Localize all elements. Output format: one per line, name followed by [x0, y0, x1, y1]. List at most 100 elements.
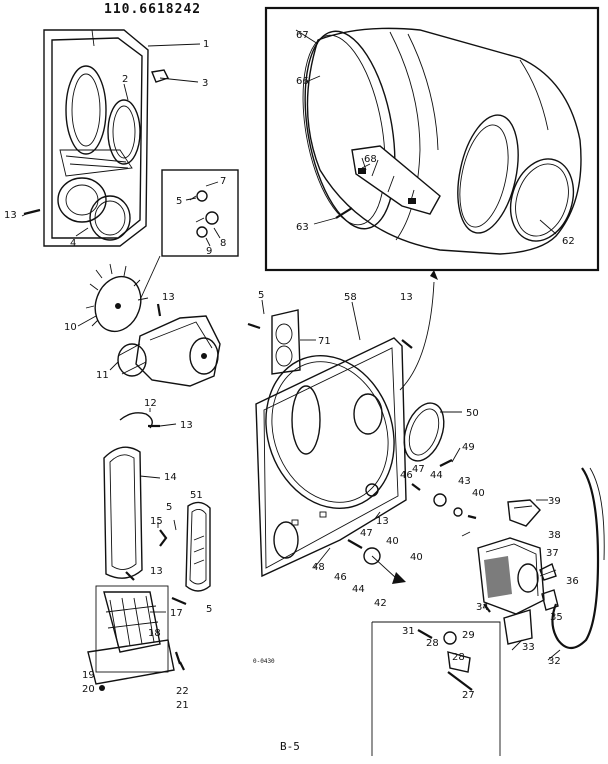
callout-numbers: 1 2 3 4 5 7 8 9 10 11 12 13 13 13 13 13 …	[4, 30, 579, 711]
callout: 29	[462, 630, 475, 641]
page-label: B-5	[280, 740, 300, 753]
callout: 17	[170, 608, 183, 619]
callout: 58	[344, 292, 357, 303]
callout: 47	[412, 464, 425, 475]
callout: 35	[550, 612, 563, 623]
idler-assembly	[417, 629, 473, 691]
motor-screw-34	[483, 603, 491, 613]
callout: 13	[180, 420, 193, 431]
callout: 62	[562, 236, 575, 247]
callout: 5	[176, 196, 182, 207]
front-panel	[43, 29, 149, 247]
callout: 67	[296, 30, 309, 41]
callout: 9	[206, 246, 212, 257]
callout: 5	[206, 604, 212, 615]
callout: 8	[220, 238, 226, 249]
callout: 10	[64, 322, 77, 333]
exhaust-duct	[103, 446, 143, 579]
callout: 21	[176, 700, 189, 711]
blower-screw	[156, 303, 162, 317]
duct-clip	[119, 412, 153, 429]
callout: 46	[400, 470, 413, 481]
callout: 43	[458, 476, 471, 487]
callout: 13	[150, 566, 163, 577]
callout: 28	[426, 638, 439, 649]
pulley-35	[541, 589, 559, 611]
motor-clip-37	[539, 563, 557, 581]
callout: 14	[164, 472, 177, 483]
callout: 28	[452, 652, 465, 663]
callout: 5	[258, 290, 264, 301]
callout: 37	[546, 548, 559, 559]
drum-assembly	[302, 27, 582, 255]
callout: 1	[203, 39, 209, 50]
callout: 51	[190, 490, 203, 501]
callout: 19	[82, 670, 95, 681]
callout: 40	[386, 536, 399, 547]
callout: 20	[82, 684, 95, 695]
callout: 68	[364, 154, 377, 165]
callout: 42	[374, 598, 387, 609]
blower-wheel	[85, 263, 149, 333]
callout: 11	[96, 370, 109, 381]
callout: 38	[548, 530, 561, 541]
drum-inset-frame	[264, 6, 600, 272]
heater-bracket	[87, 639, 175, 685]
heater-element	[103, 591, 161, 653]
duct-screw	[125, 571, 135, 581]
callout: 12	[144, 398, 157, 409]
callout: 66	[296, 76, 309, 87]
panel-screw	[23, 208, 41, 216]
callout: 32	[548, 656, 561, 667]
model-number: 110.6618242	[104, 2, 202, 17]
callout: 13	[4, 210, 17, 221]
callout: 71	[318, 336, 331, 347]
spring-15	[159, 529, 168, 547]
callout: 36	[566, 576, 579, 587]
callout: 46	[334, 572, 347, 583]
callout: 13	[400, 292, 413, 303]
callout: 18	[148, 628, 161, 639]
drive-belt	[551, 467, 600, 650]
callout: 47	[360, 528, 373, 539]
heater-parts-box	[95, 585, 169, 673]
bearing-44a	[433, 493, 447, 507]
cover-screw	[171, 596, 187, 606]
rear-screw	[401, 339, 413, 349]
door-catch	[151, 69, 169, 83]
rear-panel	[255, 337, 407, 578]
callout: 4	[70, 238, 76, 249]
drum-baffle	[351, 145, 441, 215]
lint-duct-cover	[185, 501, 211, 592]
exhaust-seal-plate	[271, 309, 301, 375]
callout: 33	[522, 642, 535, 653]
blower-housing	[117, 315, 221, 387]
callout: 63	[296, 222, 309, 233]
callout: 15	[150, 516, 163, 527]
callout: 40	[472, 488, 485, 499]
callout: 50	[466, 408, 479, 419]
lint-screen-gasket	[107, 99, 141, 165]
switch-parts-box	[161, 169, 239, 257]
baffle-screw	[335, 207, 353, 219]
idler-parts-box	[371, 621, 501, 756]
callout: 2	[122, 74, 128, 85]
callout: 39	[548, 496, 561, 507]
door-seal	[89, 195, 131, 241]
callout: 22	[176, 686, 189, 697]
callout: 7	[220, 176, 226, 187]
filter-screw	[439, 459, 453, 467]
plate-screw	[247, 322, 261, 330]
drum-seal-ring	[509, 158, 575, 242]
callout: 49	[462, 442, 475, 453]
callout: 40	[410, 552, 423, 563]
callout: 34	[476, 602, 489, 613]
callout: 5	[166, 502, 172, 513]
callout: 31	[402, 626, 415, 637]
callout: 27	[462, 690, 475, 701]
callout: 13	[162, 292, 175, 303]
lint-filter	[403, 402, 445, 462]
callout: 3	[202, 78, 208, 89]
bearing-43	[453, 507, 463, 517]
